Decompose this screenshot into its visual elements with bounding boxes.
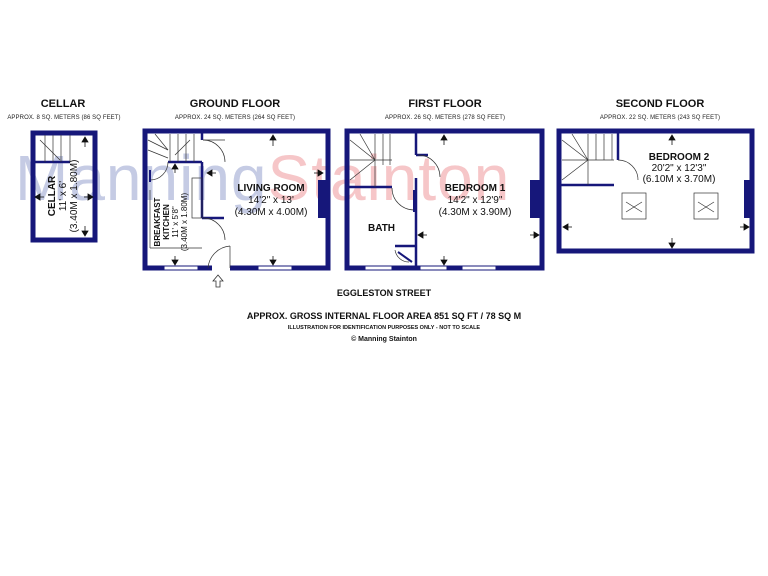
ground-floor-outer-walls bbox=[142, 128, 331, 271]
second-floor-area: APPROX. 22 SQ. METERS (243 SQ FEET) bbox=[599, 115, 721, 121]
room-dim-metric: (4.30M x 4.00M) bbox=[234, 207, 308, 218]
room-dim-imperial: 14'2" x 12'9" bbox=[447, 195, 503, 206]
room-dim-imperial: 20'2" x 12'3" bbox=[651, 163, 707, 174]
room-dim-imperial: 11' x 6' bbox=[58, 180, 69, 212]
bath-label: BATH bbox=[368, 223, 396, 234]
room-dim-imperial: 14'2" x 13' bbox=[248, 195, 294, 206]
room-name-line1: BREAKFAST bbox=[153, 197, 162, 247]
room-dim-metric: (6.10M x 3.70M) bbox=[642, 174, 716, 185]
room-name: BEDROOM 1 bbox=[444, 183, 506, 194]
cellar-title: CELLAR bbox=[40, 98, 86, 110]
living-room-label: LIVING ROOM 14'2" x 13' (4.30M x 4.00M) bbox=[216, 183, 326, 219]
second-floor-title: SECOND FLOOR bbox=[615, 98, 705, 110]
room-name: CELLAR bbox=[47, 175, 58, 217]
first-floor-title: FIRST FLOOR bbox=[408, 98, 482, 110]
room-dim-metric: (3.40M x 1.80M) bbox=[180, 192, 189, 252]
room-dim-metric: (4.30M x 3.90M) bbox=[438, 207, 512, 218]
disclaimer: ILLUSTRATION FOR IDENTIFICATION PURPOSES… bbox=[287, 325, 481, 331]
room-name: BEDROOM 2 bbox=[648, 152, 710, 163]
cellar-area: APPROX. 8 SQ. METERS (86 SQ FEET) bbox=[7, 115, 121, 121]
entrance-arrow-icon bbox=[212, 274, 224, 288]
room-name-line2: KITCHEN bbox=[162, 204, 171, 240]
room-name: LIVING ROOM bbox=[237, 183, 305, 194]
room-dim-metric: (3.40M x 1.80M) bbox=[69, 159, 80, 233]
breakfast-kitchen-label: BREAKFAST KITCHEN 11' x 5'8" (3.40M x 1.… bbox=[153, 180, 189, 264]
first-floor-outer-walls bbox=[344, 128, 545, 271]
street-name: EGGLESTON STREET bbox=[336, 288, 432, 298]
cellar-room-label: CELLAR 11' x 6' (3.40M x 1.80M) bbox=[47, 151, 80, 241]
copyright: © Manning Stainton bbox=[351, 336, 417, 343]
cellar-walls bbox=[30, 130, 98, 243]
first-floor-area: APPROX. 26 SQ. METERS (278 SQ FEET) bbox=[384, 115, 506, 121]
watermark-stainton: Stainton bbox=[267, 142, 511, 214]
ground-floor-area: APPROX. 24 SQ. METERS (264 SQ FEET) bbox=[174, 115, 296, 121]
ground-floor-title: GROUND FLOOR bbox=[189, 98, 281, 110]
gross-floor-area: APPROX. GROSS INTERNAL FLOOR AREA 851 SQ… bbox=[246, 311, 522, 321]
bedroom-1-label: BEDROOM 1 14'2" x 12'9" (4.30M x 3.90M) bbox=[420, 183, 530, 219]
room-dim-imperial: 11' x 5'8" bbox=[171, 206, 180, 238]
bedroom-2-label: BEDROOM 2 20'2" x 12'3" (6.10M x 3.70M) bbox=[624, 152, 734, 185]
